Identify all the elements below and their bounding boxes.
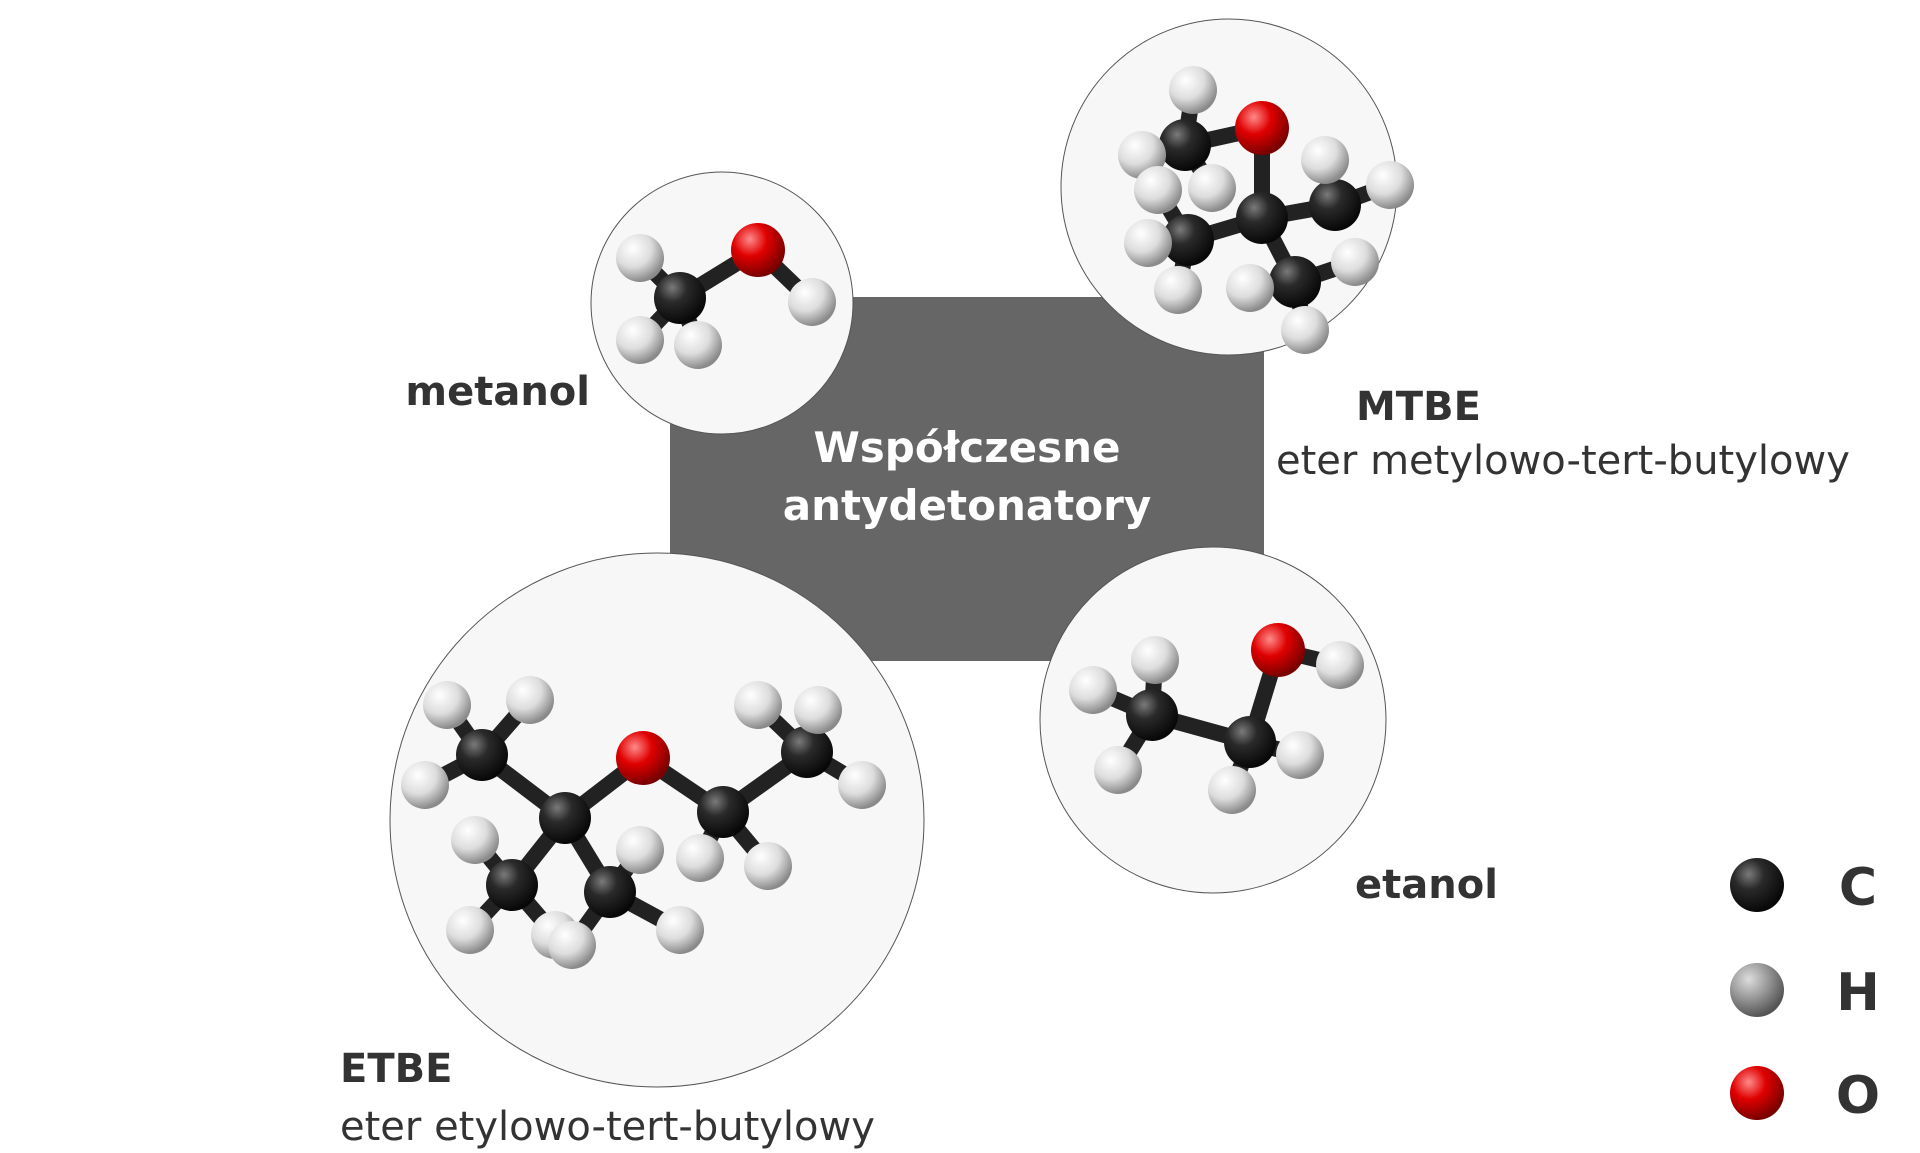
mtbe-hydrogen-atom	[1366, 161, 1414, 209]
legend-carbon-ball-icon	[1730, 858, 1784, 912]
metanol-molecule	[616, 223, 836, 369]
metanol-hydrogen-atom	[616, 316, 664, 364]
etbe-oxygen-atom	[616, 731, 670, 785]
etbe-hydrogen-atom	[506, 676, 554, 724]
metanol-hydrogen-atom	[616, 234, 664, 282]
etbe-hydrogen-atom	[401, 761, 449, 809]
etbe-label: ETBE	[340, 1046, 452, 1092]
etbe-hydrogen-atom	[676, 834, 724, 882]
mtbe-carbon-atom	[1269, 256, 1321, 308]
etbe-carbon-atom	[584, 866, 636, 918]
etbe-carbon-atom	[486, 859, 538, 911]
etbe-full-name: eter etylowo-tert-butylowy	[340, 1104, 875, 1150]
mtbe-label: MTBE	[1356, 384, 1481, 430]
center-title-line2: antydetonatory	[783, 481, 1151, 530]
etbe-hydrogen-atom	[744, 842, 792, 890]
etbe-molecule	[401, 676, 886, 969]
metanol-label: metanol	[405, 369, 590, 415]
etbe-hydrogen-atom	[616, 826, 664, 874]
etanol-hydrogen-atom	[1069, 666, 1117, 714]
mtbe-hydrogen-atom	[1301, 136, 1349, 184]
mtbe-hydrogen-atom	[1169, 66, 1217, 114]
mtbe-carbon-atom	[1309, 179, 1361, 231]
etanol-hydrogen-atom	[1094, 746, 1142, 794]
mtbe-hydrogen-atom	[1331, 238, 1379, 286]
metanol-oxygen-atom	[731, 223, 785, 277]
etanol-hydrogen-atom	[1276, 731, 1324, 779]
mtbe-carbon-atom	[1162, 214, 1214, 266]
etbe-hydrogen-atom	[794, 686, 842, 734]
etanol-hydrogen-atom	[1208, 766, 1256, 814]
metanol-hydrogen-atom	[674, 321, 722, 369]
mtbe-hydrogen-atom	[1154, 266, 1202, 314]
mtbe-hydrogen-atom	[1226, 264, 1274, 312]
legend-hydrogen-ball-icon	[1730, 963, 1784, 1017]
etanol-hydrogen-atom	[1131, 636, 1179, 684]
mtbe-molecule	[1118, 66, 1414, 354]
metanol-circle	[590, 171, 854, 435]
mtbe-oxygen-atom	[1235, 101, 1289, 155]
legend-hydrogen-symbol: H	[1836, 963, 1880, 1023]
legend-carbon-symbol: C	[1839, 858, 1877, 918]
etbe-hydrogen-atom	[446, 906, 494, 954]
mtbe-hydrogen-atom	[1134, 166, 1182, 214]
etbe-hydrogen-atom	[548, 921, 596, 969]
metanol-hydrogen-atom	[788, 278, 836, 326]
etbe-hydrogen-atom	[734, 681, 782, 729]
mtbe-carbon-atom	[1159, 119, 1211, 171]
mtbe-hydrogen-atom	[1188, 164, 1236, 212]
mtbe-hydrogen-atom	[1124, 219, 1172, 267]
etbe-hydrogen-atom	[838, 761, 886, 809]
etbe-hydrogen-atom	[656, 906, 704, 954]
etbe-carbon-atom	[781, 726, 833, 778]
etanol-hydrogen-atom	[1316, 641, 1364, 689]
etanol-label: etanol	[1355, 862, 1498, 908]
legend-oxygen-symbol: O	[1836, 1066, 1880, 1126]
mtbe-hydrogen-atom	[1281, 306, 1329, 354]
etbe-carbon-atom	[539, 792, 591, 844]
legend: C H O	[1730, 858, 1880, 1126]
etbe-carbon-atom	[456, 729, 508, 781]
etbe-carbon-atom	[697, 786, 749, 838]
mtbe-full-name: eter metylowo-tert-butylowy	[1276, 438, 1850, 484]
center-title-line1: Współczesne	[813, 423, 1120, 472]
etanol-molecule	[1069, 623, 1364, 814]
legend-oxygen-ball-icon	[1730, 1066, 1784, 1120]
etanol-circle	[1039, 546, 1387, 894]
etbe-hydrogen-atom	[451, 816, 499, 864]
metanol-carbon-atom	[654, 272, 706, 324]
etbe-hydrogen-atom	[423, 681, 471, 729]
etanol-carbon-atom	[1126, 689, 1178, 741]
mtbe-carbon-atom	[1236, 192, 1288, 244]
etanol-oxygen-atom	[1251, 623, 1305, 677]
etanol-carbon-atom	[1224, 716, 1276, 768]
